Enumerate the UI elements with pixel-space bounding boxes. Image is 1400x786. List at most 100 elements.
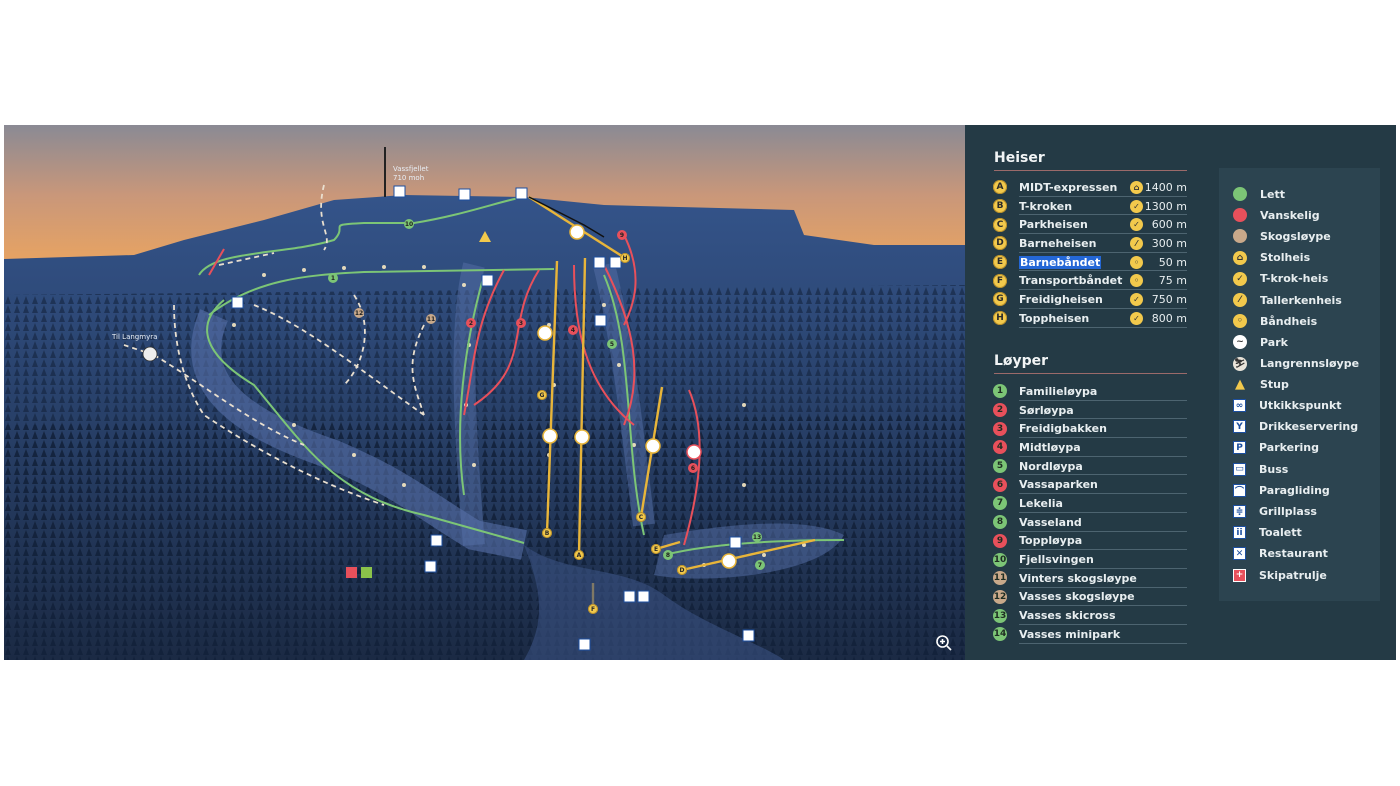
lift-letter-badge: E [993, 255, 1007, 270]
lift-length: 750 m [1151, 292, 1187, 306]
key-item: ⌒ Paragliding [1233, 483, 1330, 497]
slope-name: Vasses skicross [1019, 609, 1116, 623]
chairlift-icon: ⌂ [1233, 250, 1247, 265]
map-lift-badge[interactable]: G [537, 390, 547, 400]
paragliding-icon: ⌒ [1233, 483, 1246, 497]
slope-name: Vinters skogsløype [1019, 571, 1137, 585]
slope-row[interactable]: 13 Vasses skicross [993, 606, 1187, 625]
row-divider [1019, 437, 1187, 439]
key-label: Skogsløype [1260, 229, 1331, 243]
map-lift-badge[interactable]: E [651, 544, 661, 554]
row-divider [1019, 326, 1187, 328]
key-item: ◦ Båndheis [1233, 314, 1317, 329]
lift-letter-badge: H [993, 311, 1007, 326]
slope-name: Vasses skogsløype [1019, 590, 1135, 604]
map-trail-badge[interactable]: 6 [688, 463, 698, 473]
map-lift-badge[interactable]: H [620, 253, 630, 263]
map-lift-badge[interactable]: A [574, 550, 584, 560]
lift-row[interactable]: A MIDT-expressen ⌂ 1400 m [993, 178, 1187, 197]
key-item: + Skipatrulje [1233, 568, 1327, 582]
map-trail-badge[interactable]: 11 [426, 314, 436, 324]
lift-list: A MIDT-expressen ⌂ 1400 m B T-kroken ✓ 1… [993, 178, 1187, 328]
lift-row[interactable]: C Parkheisen ✓ 600 m [993, 215, 1187, 235]
key-item: ▲ Stup [1233, 377, 1289, 393]
map-trail-badge[interactable]: 1 [328, 273, 338, 283]
slope-row[interactable]: 9 Toppløypa [993, 532, 1187, 551]
slope-row[interactable]: 5 Nordløypa [993, 457, 1187, 476]
key-label: Utkikkspunkt [1259, 399, 1342, 412]
langmyra-link[interactable]: Til Langmyra [112, 333, 158, 341]
key-item: ∞ Utkikkspunkt [1233, 399, 1342, 412]
row-divider [1019, 455, 1187, 457]
slope-number-badge: 14 [993, 627, 1007, 642]
lift-row[interactable]: F Transportbåndet ◦ 75 m [993, 271, 1187, 291]
lift-row[interactable]: G Freidigheisen ✓ 750 m [993, 290, 1187, 309]
slope-row[interactable]: 11 Vinters skogsløype [993, 569, 1187, 588]
slope-row[interactable]: 6 Vassaparken [993, 475, 1187, 495]
slope-row[interactable]: 1 Familieløypa [993, 382, 1187, 401]
row-divider [1019, 233, 1187, 235]
row-divider [1019, 307, 1187, 309]
slope-number-badge: 10 [993, 552, 1007, 567]
slope-name: Fjellsvingen [1019, 553, 1094, 567]
drink-icon: Y [1233, 420, 1246, 434]
slope-row[interactable]: 12 Vasses skogsløype [993, 588, 1187, 607]
slope-row[interactable]: 14 Vasses minipark [993, 625, 1187, 644]
map-lift-badge[interactable]: D [677, 565, 687, 575]
map-trail-badge[interactable]: 10 [404, 219, 414, 229]
map-trail-badge[interactable]: 4 [568, 325, 578, 335]
map-trail-badge[interactable]: 2 [466, 318, 476, 328]
key-label: Skipatrulje [1259, 568, 1327, 582]
lift-name: Barnebåndet [1019, 255, 1102, 269]
lift-length: 800 m [1151, 311, 1187, 325]
lift-row[interactable]: H Toppheisen ✓ 800 m [993, 309, 1187, 328]
slope-name: Sørløypa [1019, 403, 1074, 417]
slope-row[interactable]: 4 Midtløypa [993, 438, 1187, 457]
key-label: Vanskelig [1260, 208, 1320, 222]
key-item: ~ Park [1233, 335, 1288, 350]
map-trail-badge[interactable]: 8 [663, 550, 673, 560]
map-trail-badge[interactable]: 3 [516, 318, 526, 328]
red-dot [1233, 208, 1247, 223]
map-lift-badge[interactable]: C [636, 512, 646, 522]
lift-row[interactable]: D Barneheisen ⁄ 300 m [993, 234, 1187, 253]
lift-row[interactable]: B T-kroken ✓ 1300 m [993, 197, 1187, 216]
key-item: Lett [1233, 187, 1285, 201]
slope-row[interactable]: 10 Fjellsvingen [993, 550, 1187, 569]
map-trail-badge[interactable]: 12 [354, 308, 364, 318]
lifts-title: Heiser [994, 150, 1045, 166]
map-trail-badge[interactable]: 9 [617, 230, 627, 240]
row-divider [1019, 289, 1187, 291]
lift-row[interactable]: E Barnebåndet ◦ 50 m [993, 253, 1187, 272]
warning-icon: ▲ [1235, 377, 1245, 393]
slope-number-badge: 1 [993, 384, 1007, 399]
lift-name: Parkheisen [1019, 218, 1088, 232]
slope-name: Vassaparken [1019, 478, 1098, 492]
slope-row[interactable]: 7 Lekelia [993, 494, 1187, 513]
t-bar-icon: ✓ [1130, 292, 1143, 306]
key-item: ✓ T-krok-heis [1233, 271, 1328, 286]
map-trail-badge[interactable]: 5 [607, 339, 617, 349]
slope-row[interactable]: 3 Freidigbakken [993, 419, 1187, 439]
row-divider [1019, 586, 1187, 588]
carpet-icon: ◦ [1130, 255, 1143, 269]
lift-name: Transportbåndet [1019, 274, 1123, 288]
cross-country-icon: ⛷ [1233, 356, 1247, 371]
row-divider [1019, 418, 1187, 420]
lift-length: 300 m [1151, 236, 1187, 250]
zoom-in-icon[interactable] [935, 634, 953, 652]
grill-icon: ≑ [1233, 505, 1246, 518]
lift-length: 1300 m [1144, 199, 1187, 213]
key-item: ii Toalett [1233, 526, 1302, 540]
lift-length: 1400 m [1144, 180, 1187, 194]
map-lift-badge[interactable]: F [588, 604, 598, 614]
map-trail-badge[interactable]: 7 [755, 560, 765, 570]
lift-letter-badge: C [993, 217, 1007, 232]
slope-row[interactable]: 2 Sørløypa [993, 401, 1187, 420]
key-item: ⛷ Langrennsløype [1233, 356, 1359, 371]
row-divider [1019, 399, 1187, 401]
map-trail-badge[interactable]: 13 [752, 532, 762, 542]
slope-row[interactable]: 8 Vasseland [993, 513, 1187, 532]
map-lift-badge[interactable]: B [542, 528, 552, 538]
